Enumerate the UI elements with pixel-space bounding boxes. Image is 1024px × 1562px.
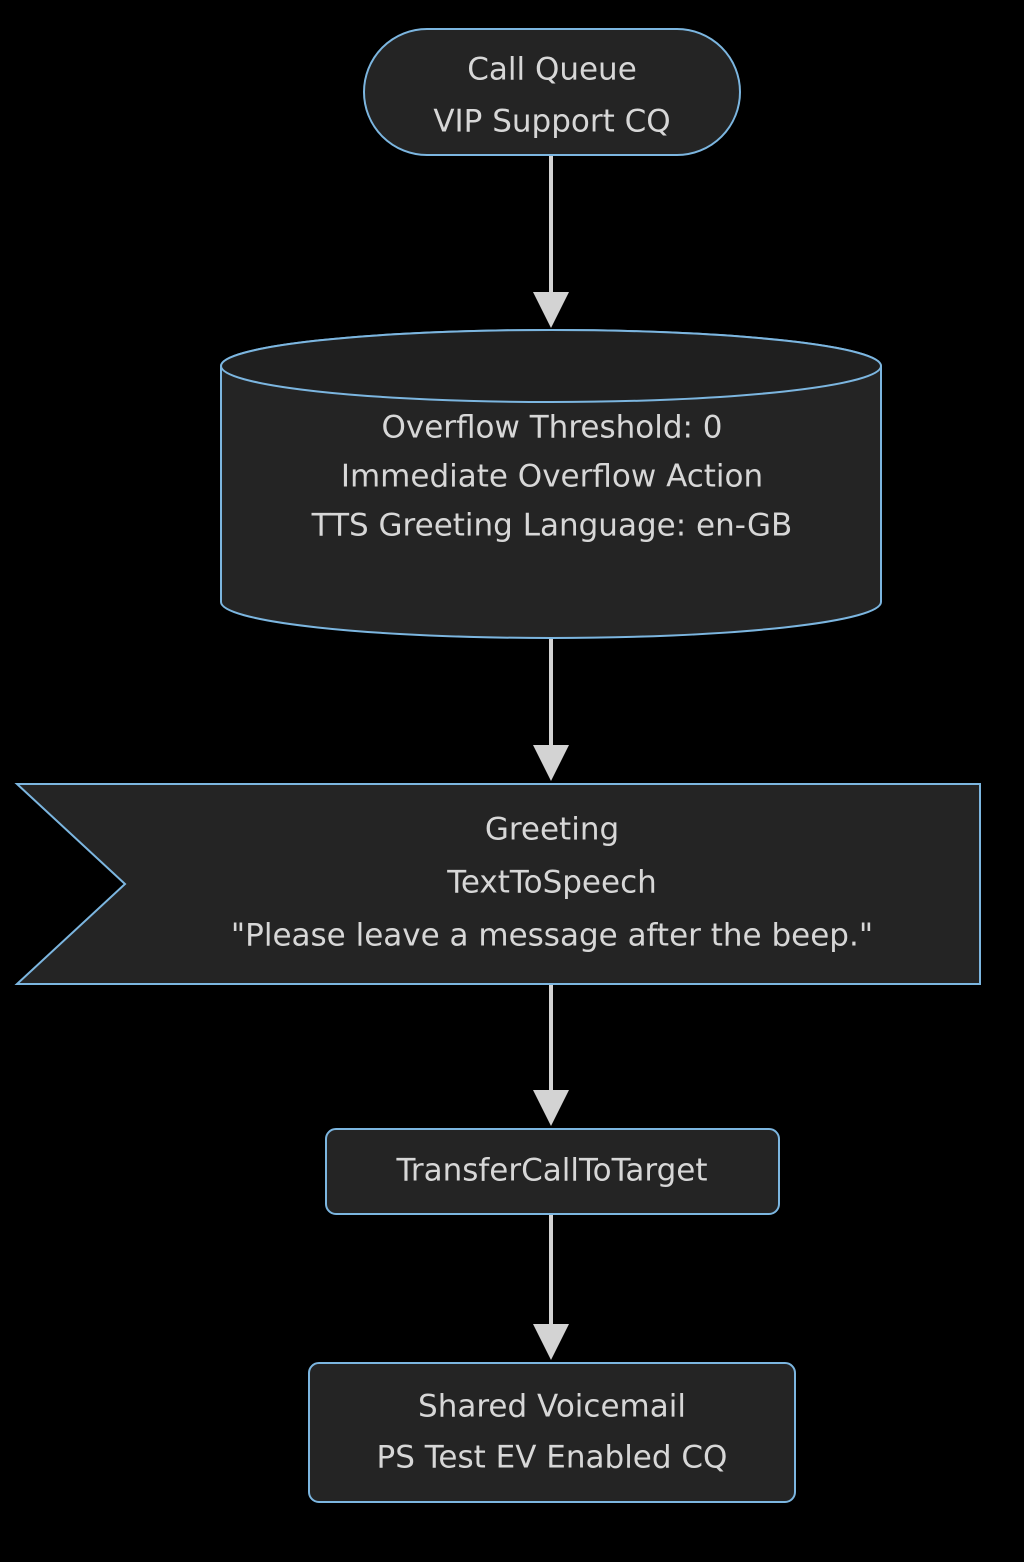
call-queue-shape — [363, 28, 741, 156]
edge-greeting-to-transfer — [533, 985, 569, 1126]
node-greeting[interactable]: Greeting TextToSpeech "Please leave a me… — [14, 783, 981, 985]
settings-line2: Immediate Overflow Action — [341, 459, 763, 495]
greeting-line1: Greeting — [485, 812, 619, 848]
node-settings[interactable]: Overflow Threshold: 0 Immediate Overflow… — [220, 329, 882, 639]
voicemail-line1: Shared Voicemail — [418, 1389, 686, 1425]
call-queue-line1: Call Queue — [467, 52, 637, 88]
edge-call-queue-to-settings — [533, 155, 569, 328]
settings-line1: Overflow Threshold: 0 — [381, 410, 722, 446]
node-transfer-call-to-target[interactable]: TransferCallToTarget — [325, 1128, 780, 1215]
settings-cylinder-top — [220, 329, 882, 403]
node-shared-voicemail[interactable]: Shared Voicemail PS Test EV Enabled CQ — [308, 1362, 796, 1503]
greeting-line3: "Please leave a message after the beep." — [231, 918, 873, 954]
node-call-queue[interactable]: Call Queue VIP Support CQ — [363, 28, 741, 156]
edge-transfer-to-voicemail — [533, 1215, 569, 1360]
edge-settings-to-greeting — [533, 636, 569, 781]
call-queue-line2: VIP Support CQ — [433, 104, 670, 140]
greeting-shape — [14, 783, 981, 985]
voicemail-line2: PS Test EV Enabled CQ — [377, 1440, 728, 1476]
voicemail-shape — [308, 1362, 796, 1503]
transfer-shape — [325, 1128, 780, 1215]
settings-line3: TTS Greeting Language: en-GB — [311, 508, 793, 544]
greeting-line2: TextToSpeech — [446, 865, 657, 901]
transfer-line1: TransferCallToTarget — [395, 1153, 707, 1189]
